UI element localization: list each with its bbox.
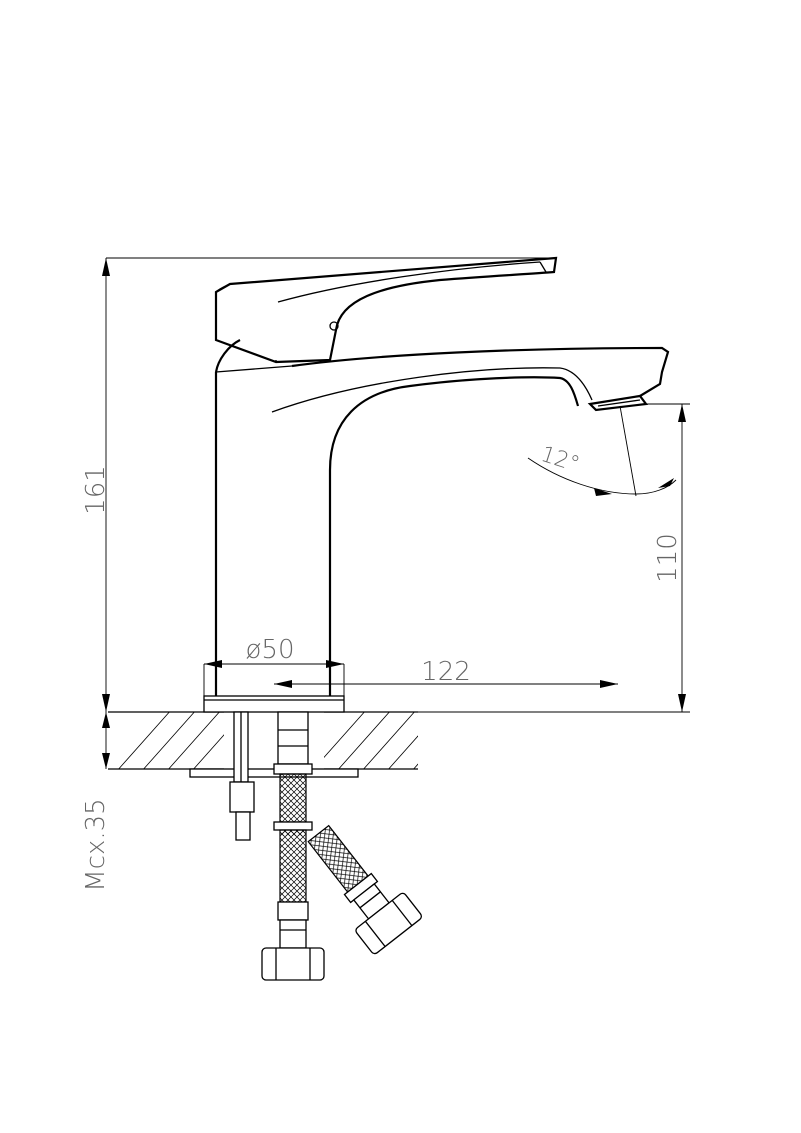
faucet-body bbox=[214, 339, 670, 696]
label-spout-angle: 12° bbox=[538, 442, 583, 478]
label-spout-reach: 122 bbox=[421, 657, 471, 687]
faucet-base bbox=[203, 695, 345, 713]
dim-base-diameter: ø50 bbox=[203, 635, 345, 696]
dim-spout-height: 110 bbox=[344, 403, 690, 713]
label-counter-thickness: Мсх.35 bbox=[81, 798, 111, 891]
label-base-diameter: ø50 bbox=[246, 635, 295, 665]
dim-counter-thickness: Мсх.35 bbox=[81, 712, 111, 892]
label-spout-height: 110 bbox=[653, 533, 683, 583]
dim-total-height: 161 bbox=[81, 257, 556, 712]
flexible-hose-cold bbox=[261, 711, 325, 981]
dim-spout-reach: 122 bbox=[274, 657, 618, 688]
fixing-stud bbox=[229, 711, 255, 841]
dim-spout-angle: 12° bbox=[527, 405, 677, 497]
faucet-handle bbox=[214, 256, 558, 364]
label-total-height: 161 bbox=[81, 465, 111, 515]
flexible-hose-hot bbox=[307, 824, 422, 955]
